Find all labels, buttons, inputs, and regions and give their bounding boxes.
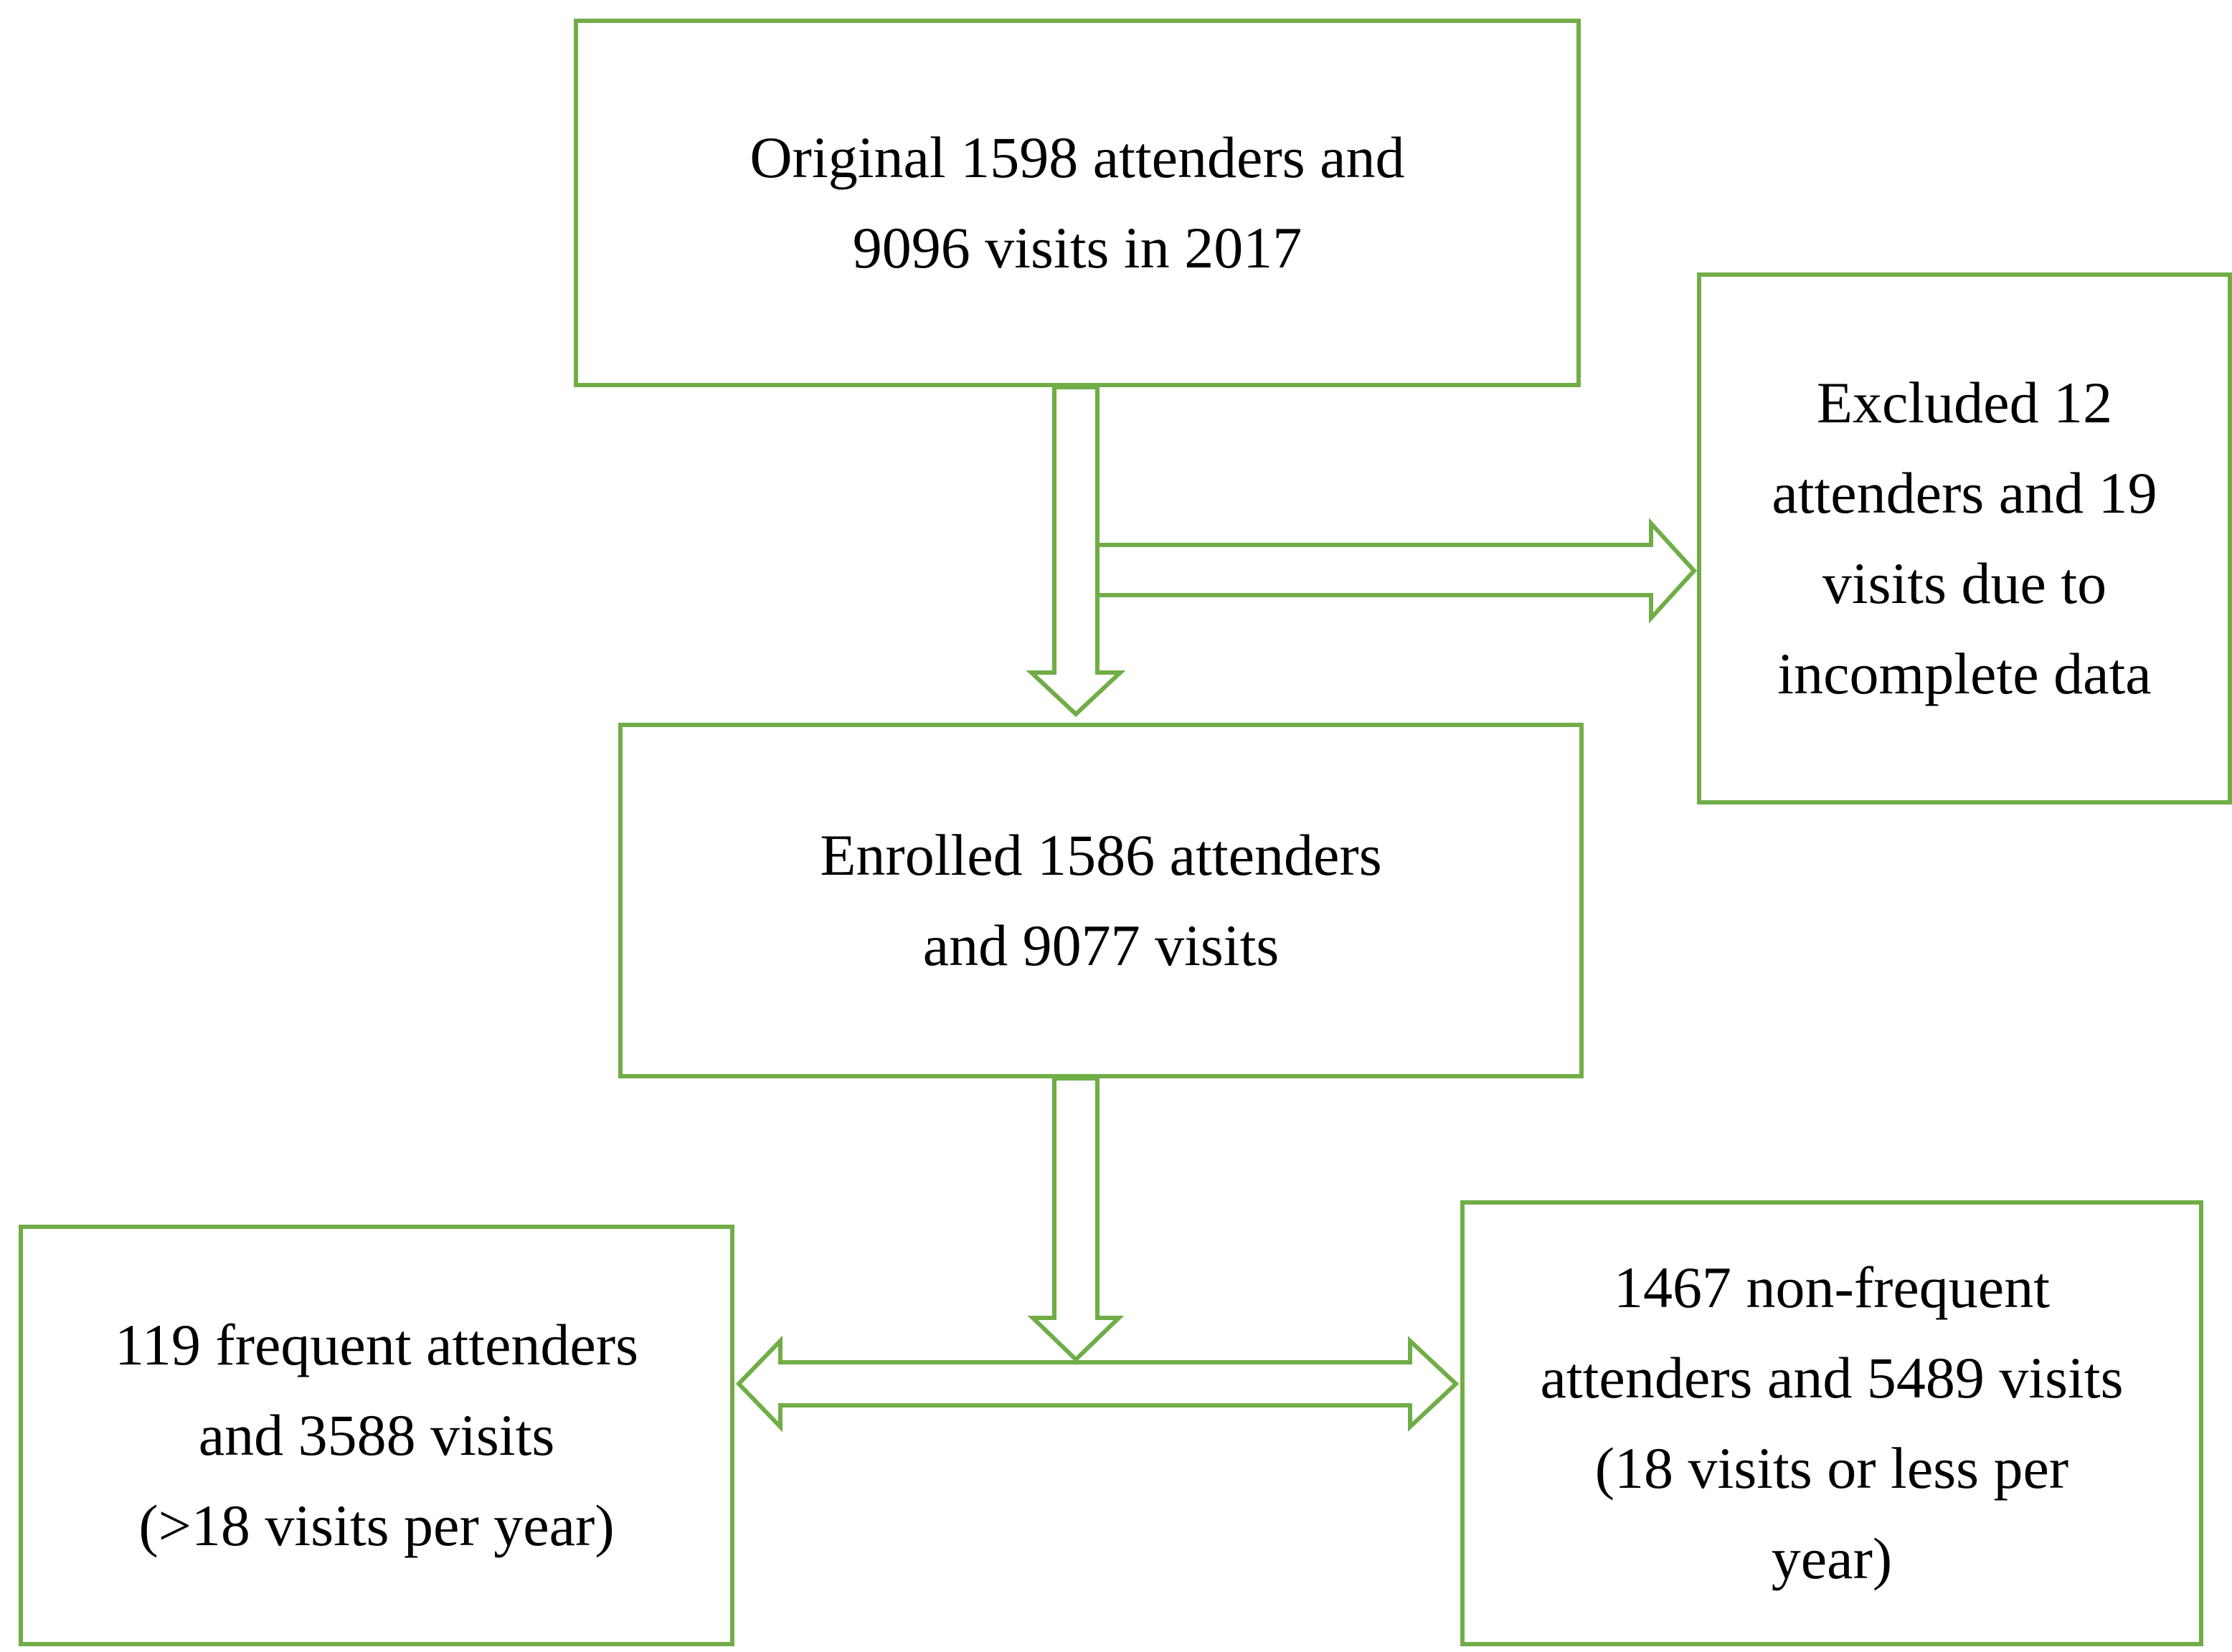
enrolled-text: Enrolled 1586 attenders and 9077 visits	[820, 822, 1382, 978]
original-text: Original 1598 attenders and 9096 visits …	[749, 125, 1405, 280]
nonfrequent-text: 1467 non-frequent attenders and 5489 vis…	[1540, 1255, 2124, 1591]
nonfrequent-box: 1467 non-frequent attenders and 5489 vis…	[1460, 1200, 2203, 1646]
enrolled-box: Enrolled 1586 attenders and 9077 visits	[618, 723, 1584, 1078]
arrow-enrolled-to-split	[1027, 1076, 1125, 1363]
arrow-split-double	[735, 1335, 1460, 1433]
original-box: Original 1598 attenders and 9096 visits …	[574, 19, 1581, 387]
arrow-original-to-enrolled	[1026, 385, 1126, 718]
arrow-to-excluded	[1095, 518, 1698, 624]
frequent-box: 119 frequent attenders and 3588 visits (…	[19, 1225, 734, 1646]
frequent-text: 119 frequent attenders and 3588 visits (…	[114, 1312, 639, 1558]
excluded-text: Excluded 12 attenders and 19 visits due …	[1772, 370, 2157, 706]
excluded-box: Excluded 12 attenders and 19 visits due …	[1697, 272, 2232, 804]
